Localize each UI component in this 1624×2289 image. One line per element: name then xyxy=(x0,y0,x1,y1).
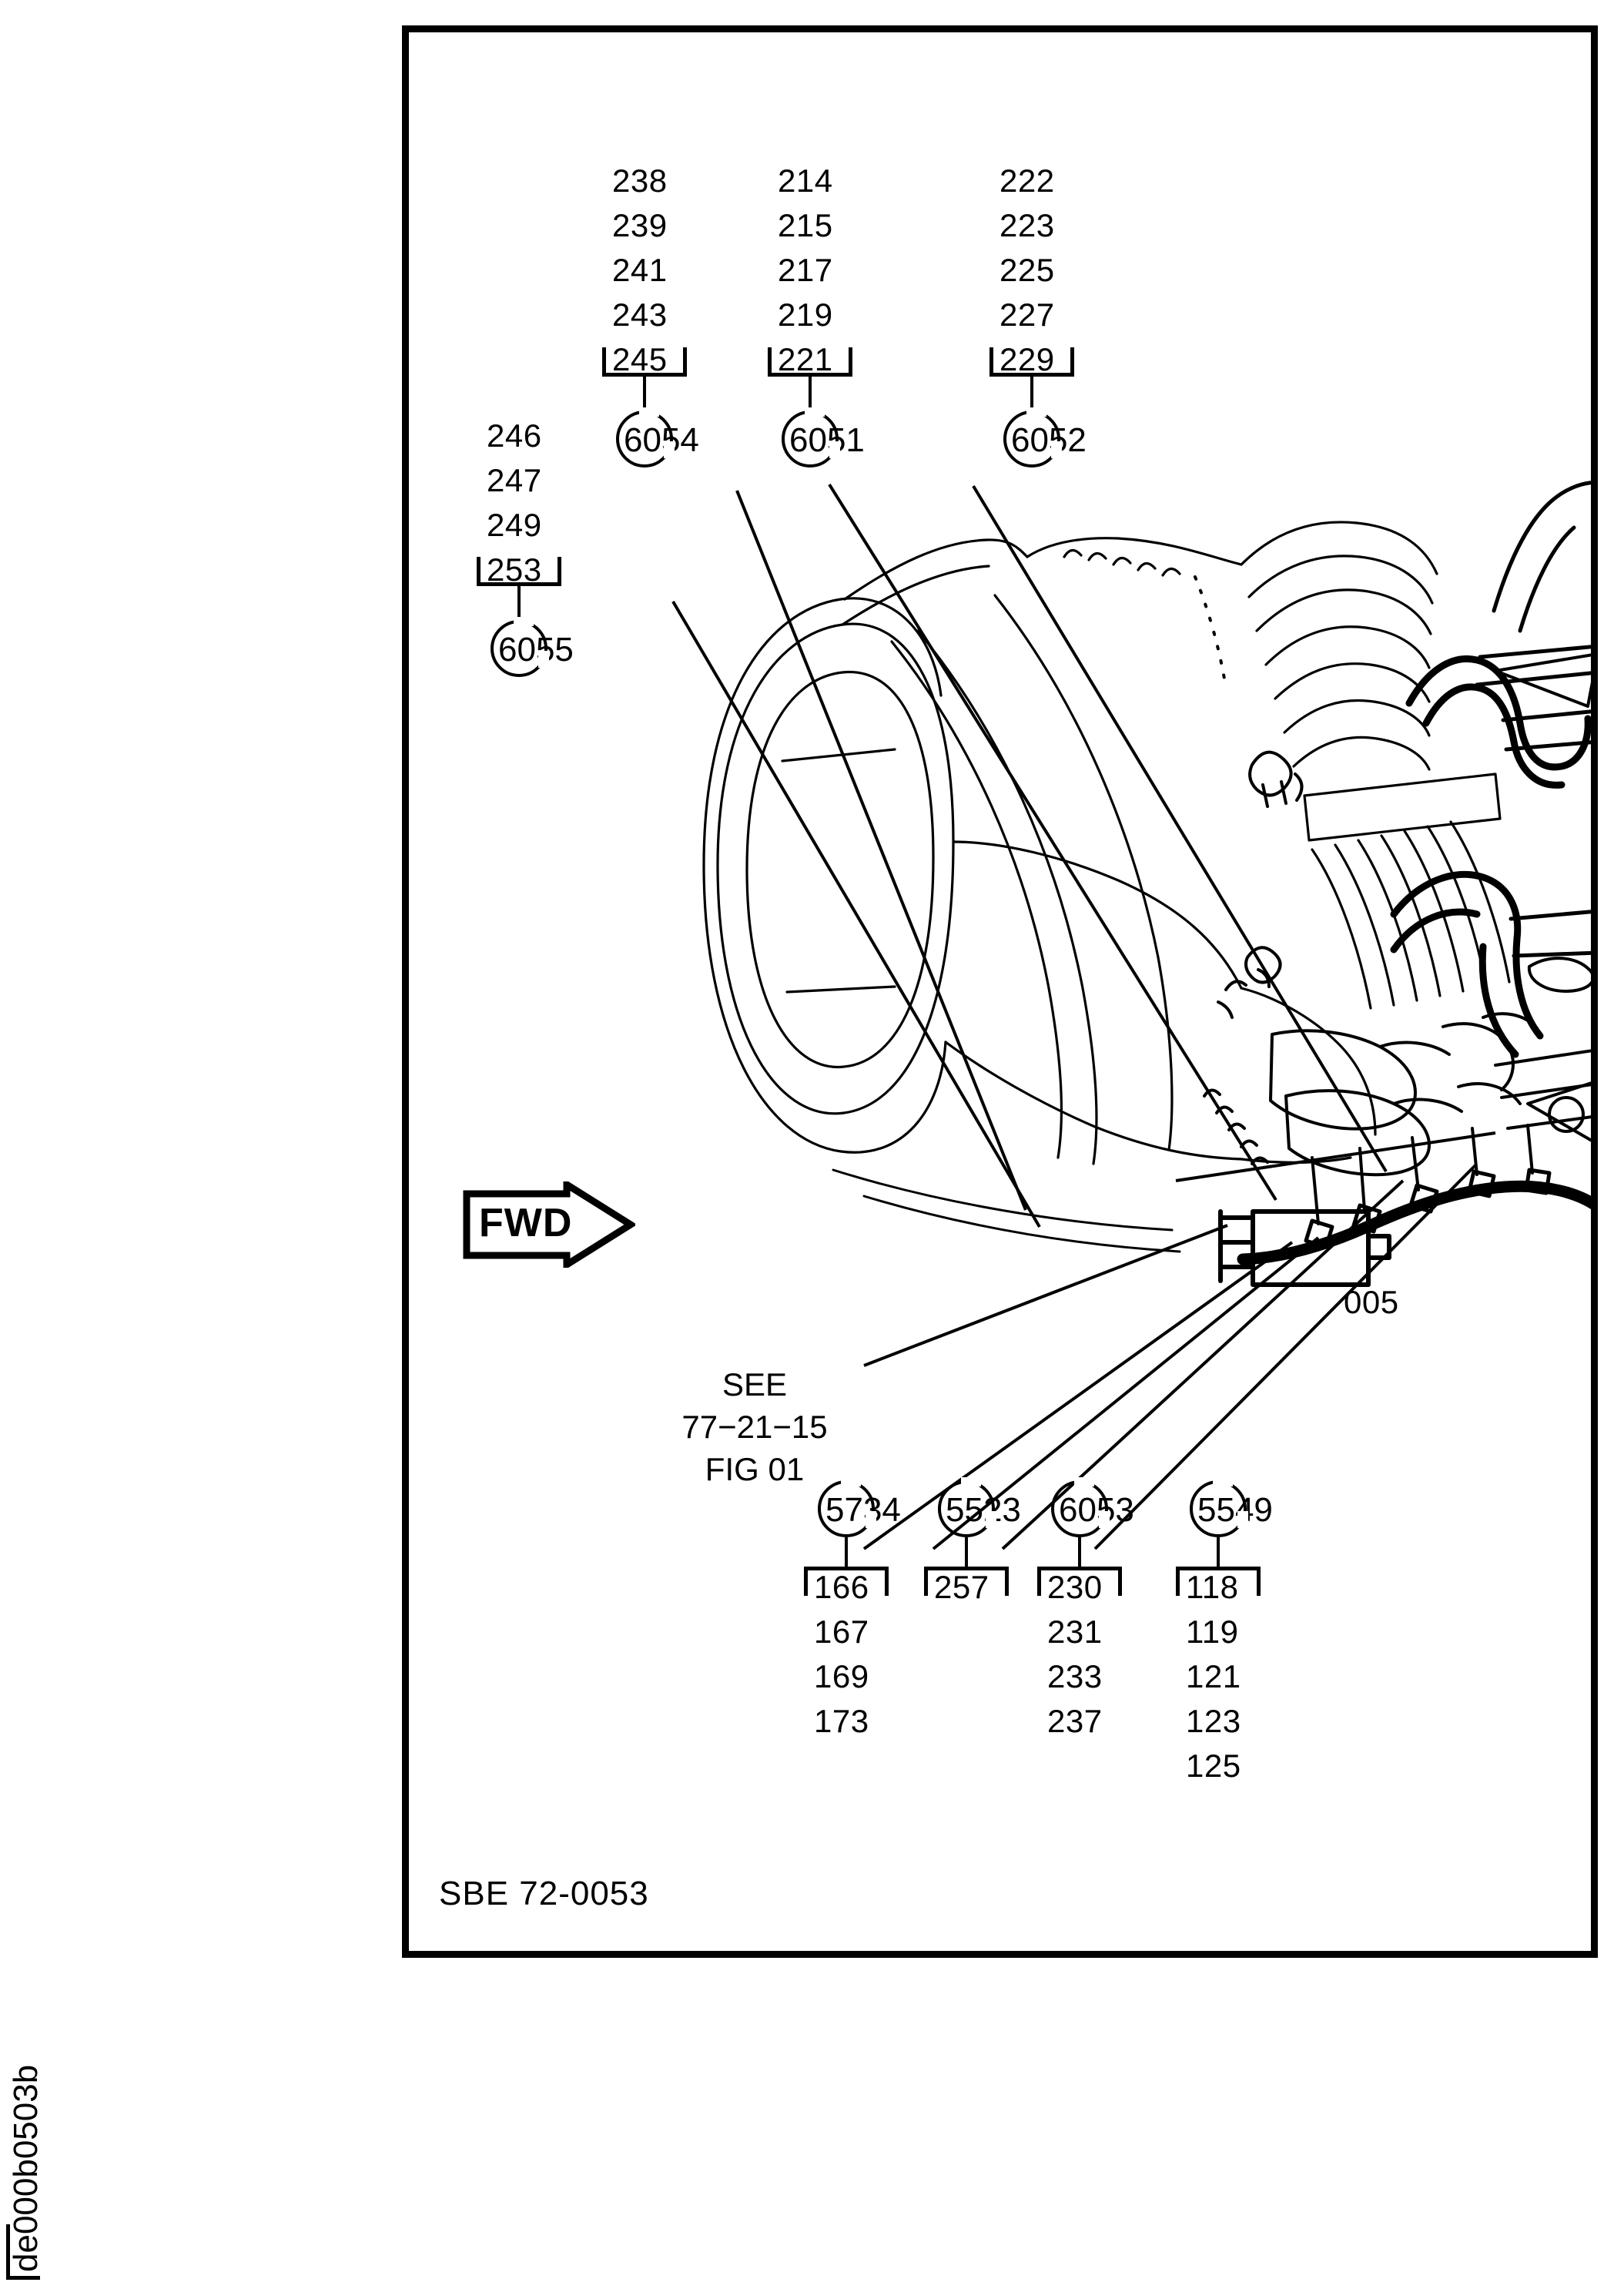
figure-caption: SBE 72-0053 xyxy=(439,1875,649,1912)
group-bracket xyxy=(768,347,852,377)
group-bracket xyxy=(804,1567,889,1596)
callout-bubble-6054[interactable]: 6054 xyxy=(616,407,699,468)
callout-number: 5549 xyxy=(1197,1491,1273,1529)
callout-group-5523-items: 257 xyxy=(934,1571,989,1616)
group-bracket xyxy=(989,347,1074,377)
callout-number: 5523 xyxy=(946,1491,1021,1529)
bracket-stem xyxy=(845,1537,848,1567)
callout-group-5734-items: 166 167 169 173 xyxy=(814,1571,869,1750)
part-number-005: 005 xyxy=(1344,1284,1399,1320)
callout-group-6053-items: 230 231 233 237 xyxy=(1047,1571,1103,1750)
callout-group-5549-items: 118 119 121 123 125 xyxy=(1186,1571,1241,1795)
part-number: 227 xyxy=(1000,297,1055,333)
callout-group-6051-items: 214 215 217 219 221 xyxy=(778,165,833,388)
part-number: 249 xyxy=(487,507,542,543)
reference-note-line2: 77−21−15 xyxy=(681,1409,828,1445)
callout-group-6055-items: 246 247 249 253 xyxy=(487,420,542,598)
callout-bubble-5734[interactable]: 5734 xyxy=(818,1477,901,1537)
part-number: 214 xyxy=(778,163,833,199)
part-number: 217 xyxy=(778,252,833,288)
callout-bubble-5523[interactable]: 5523 xyxy=(938,1477,1021,1537)
callout-number: 6052 xyxy=(1011,421,1087,459)
bracket-stem xyxy=(643,377,646,411)
part-number: 166 xyxy=(814,1569,869,1605)
part-number: 239 xyxy=(612,207,668,243)
part-number: 167 xyxy=(814,1614,869,1650)
reference-note-line3: FIG 01 xyxy=(705,1451,805,1487)
callout-bubble-6055[interactable]: 6055 xyxy=(491,617,574,677)
bracket-stem xyxy=(1030,377,1033,411)
part-number: 225 xyxy=(1000,252,1055,288)
engine-assembly-illustration xyxy=(671,481,1598,1550)
reference-note-line1: SEE xyxy=(722,1366,788,1403)
bracket-stem xyxy=(1078,1537,1081,1567)
reference-note: SEE 77−21−15 FIG 01 xyxy=(662,1363,847,1490)
group-bracket xyxy=(477,557,561,586)
callout-number: 6054 xyxy=(624,421,699,459)
group-bracket xyxy=(1176,1567,1261,1596)
part-number: 219 xyxy=(778,297,833,333)
bracket-stem xyxy=(1217,1537,1220,1567)
part-number: 246 xyxy=(487,417,542,454)
callout-group-6052-items: 222 223 225 227 229 xyxy=(1000,165,1055,388)
bracket-stem xyxy=(965,1537,968,1567)
part-number: 237 xyxy=(1047,1703,1103,1739)
part-number: 223 xyxy=(1000,207,1055,243)
group-bracket xyxy=(602,347,687,377)
callout-bubble-6052[interactable]: 6052 xyxy=(1003,407,1087,468)
callout-bubble-5549[interactable]: 5549 xyxy=(1190,1477,1273,1537)
part-number: 257 xyxy=(934,1569,989,1605)
part-number: 247 xyxy=(487,462,542,498)
bracket-stem xyxy=(809,377,812,411)
group-bracket xyxy=(1037,1567,1122,1596)
part-number: 233 xyxy=(1047,1658,1103,1694)
part-number: 231 xyxy=(1047,1614,1103,1650)
part-number: 222 xyxy=(1000,163,1055,199)
part-number: 118 xyxy=(1186,1569,1239,1605)
callout-number: 5734 xyxy=(825,1491,901,1529)
margin-document-id: de000b0503b xyxy=(7,2064,45,2272)
part-number: 121 xyxy=(1186,1658,1241,1694)
part-number: 169 xyxy=(814,1658,869,1694)
part-number: 215 xyxy=(778,207,833,243)
callout-number: 6051 xyxy=(789,421,865,459)
part-number: 243 xyxy=(612,297,668,333)
figure-border xyxy=(402,25,1598,1958)
callout-bubble-6053[interactable]: 6053 xyxy=(1051,1477,1134,1537)
part-number: 245 xyxy=(612,341,668,377)
part-number: 119 xyxy=(1186,1614,1239,1650)
group-bracket xyxy=(924,1567,1009,1596)
part-number: 229 xyxy=(1000,341,1055,377)
bracket-stem xyxy=(517,586,521,620)
callout-group-6054-items: 238 239 241 243 245 xyxy=(612,165,668,388)
callout-number: 6053 xyxy=(1059,1491,1134,1529)
part-number: 123 xyxy=(1186,1703,1241,1739)
part-number: 173 xyxy=(814,1703,869,1739)
part-number: 241 xyxy=(612,252,668,288)
part-number: 221 xyxy=(778,341,833,377)
fwd-direction-arrow: FWD xyxy=(462,1178,638,1272)
margin-corner-mark xyxy=(6,2224,40,2280)
part-number: 230 xyxy=(1047,1569,1103,1605)
part-number: 253 xyxy=(487,551,542,588)
part-number: 238 xyxy=(612,163,668,199)
callout-bubble-6051[interactable]: 6051 xyxy=(782,407,865,468)
callout-number: 6055 xyxy=(498,631,574,669)
fwd-label: FWD xyxy=(479,1201,573,1245)
part-number: 125 xyxy=(1186,1748,1241,1784)
